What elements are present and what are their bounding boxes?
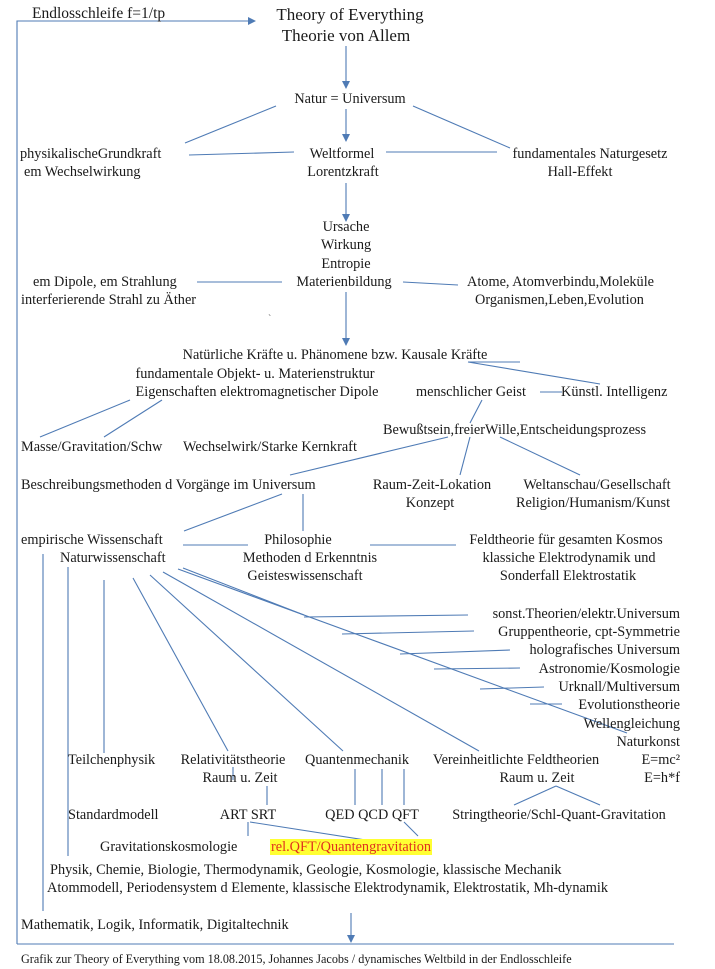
philosophie: Philosophie <box>264 532 332 548</box>
rel-qft-quantengravitation: rel.QFT/Quantengravitation <box>270 838 433 856</box>
ursache: Ursache <box>322 219 370 235</box>
religion-humanism: Religion/Humanism/Kunst <box>515 495 671 511</box>
mathematik: Mathematik, Logik, Informatik, Digitalte… <box>21 917 289 933</box>
stringtheorie: Stringtheorie/Schl-Quant-Gravitation <box>452 807 666 823</box>
materienbildung: Materienbildung <box>296 274 392 290</box>
vereinheitlicht-raum-zeit: Raum u. Zeit <box>499 770 575 786</box>
loop-frame-line <box>16 17 256 944</box>
kraefte-line3: Eigenschaften elektromagnetischer Dipole <box>135 384 379 400</box>
gravitationskosmologie: Gravitationskosmologie <box>100 839 238 855</box>
physik-line1: Physik, Chemie, Biologie, Thermodynamik,… <box>50 862 562 878</box>
konzept: Konzept <box>405 495 455 511</box>
vereinheitlichte-feldtheorien: Vereinheitlichte Feldtheorien <box>432 752 600 768</box>
theory-sonst: sonst.Theorien/elektr.Universum <box>492 606 680 622</box>
lorentzkraft: Lorentzkraft <box>307 164 379 180</box>
klassische-elektrodynamik: klassiche Elektrodynamik und <box>482 550 656 566</box>
theory-naturkonst: Naturkonst <box>616 734 680 750</box>
wirkung: Wirkung <box>320 237 372 253</box>
theory-ehf: E=h*f <box>644 770 680 786</box>
physik-line2: Atommodell, Periodensystem d Elemente, k… <box>47 880 609 896</box>
atome-line2: Organismen,Leben,Evolution <box>475 292 644 308</box>
theory-holografisch: holografisches Universum <box>529 642 680 658</box>
kraefte-line2: fundamentale Objekt- u. Materienstruktur <box>135 366 375 382</box>
relativ-raum-zeit: Raum u. Zeit <box>202 770 278 786</box>
qed-qcd-qft: QED QCD QFT <box>325 807 419 823</box>
naturwissenschaft: Naturwissenschaft <box>60 550 166 566</box>
naturgesetz: fundamentales Naturgesetz <box>512 146 668 162</box>
theory-emc2: E=mc² <box>641 752 680 768</box>
weltformel: Weltformel <box>309 146 375 162</box>
empirische-wissenschaft: empirische Wissenschaft <box>21 532 163 548</box>
relativitaetstheorie: Relativitätstheorie <box>180 752 286 768</box>
footer-caption: Grafik zur Theory of Everything vom 18.0… <box>21 952 572 966</box>
atome-line1: Atome, Atomverbindu,Moleküle <box>467 274 655 290</box>
teilchenphysik: Teilchenphysik <box>68 752 156 768</box>
theory-gruppen: Gruppentheorie, cpt-Symmetrie <box>498 624 680 640</box>
entropie: Entropie <box>321 256 371 272</box>
grundkraft-line2: em Wechselwirkung <box>24 164 141 180</box>
title-english: Theory of Everything <box>276 5 424 24</box>
hall-effekt: Hall-Effekt <box>547 164 613 180</box>
geisteswissenschaft: Geisteswissenschaft <box>247 568 363 584</box>
methoden-erkenntnis: Methoden d Erkenntnis <box>242 550 378 566</box>
natur-universum: Natur = Universum <box>294 91 406 107</box>
theory-wellengleichung: Wellengleichung <box>583 716 680 732</box>
raum-zeit-lokation: Raum-Zeit-Lokation <box>372 477 492 493</box>
theory-urknall: Urknall/Multiversum <box>558 679 680 695</box>
beschreibungsmethoden: Beschreibungsmethoden d Vorgänge im Univ… <box>21 477 316 493</box>
grundkraft-line1: physikalischeGrundkraft <box>20 146 162 162</box>
dipole-line2: interferierende Strahl zu Äther <box>21 292 197 308</box>
dipole-line1: em Dipole, em Strahlung <box>33 274 177 290</box>
feldtheorie: Feldtheorie für gesamten Kosmos <box>469 532 663 548</box>
quantenmechanik: Quantenmechanik <box>304 752 410 768</box>
loop-label: Endlosschleife f=1/tp <box>32 5 166 22</box>
title-german: Theorie von Allem <box>281 26 411 45</box>
standardmodell: Standardmodell <box>68 807 159 823</box>
weltanschau: Weltanschau/Gesellschaft <box>523 477 671 493</box>
highlight-mark: rel.QFT/Quantengravitation <box>270 839 433 855</box>
kuenstliche-intelligenz: Künstl. Intelligenz <box>561 384 668 400</box>
theory-evolution: Evolutionstheorie <box>578 697 680 713</box>
sonderfall-elektrostatik: Sonderfall Elektrostatik <box>499 568 637 584</box>
kraefte-line1: Natürliche Kräfte u. Phänomene bzw. Kaus… <box>182 347 488 363</box>
art-srt: ART SRT <box>219 807 277 823</box>
menschlicher-geist: menschlicher Geist <box>416 384 526 400</box>
stray-mark: ` <box>268 314 272 325</box>
bewusstsein: Bewußtsein,freierWille,Entscheidungsproz… <box>383 422 647 438</box>
wechselwirk-kernkraft: Wechselwirk/Starke Kernkraft <box>183 439 357 455</box>
theory-astronomie: Astronomie/Kosmologie <box>538 661 680 677</box>
masse-gravitation: Masse/Gravitation/Schw <box>21 439 163 455</box>
